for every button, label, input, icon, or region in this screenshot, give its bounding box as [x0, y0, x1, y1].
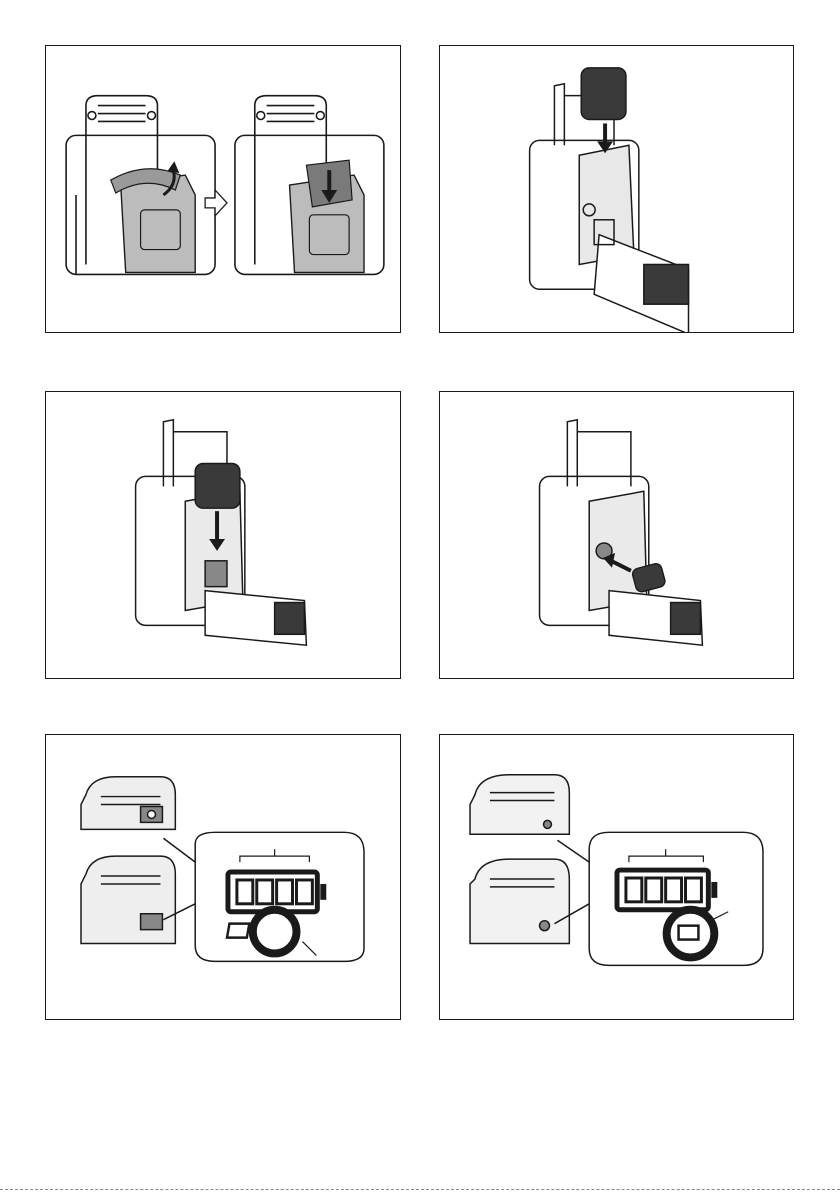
figure-4-panel: [439, 391, 794, 679]
page-bottom-rule: [0, 1189, 840, 1190]
figure-3-panel: [45, 391, 401, 679]
battery-indicator-illustration-large: [440, 735, 793, 1019]
check-button-icon: [253, 910, 297, 954]
battery-insert-side-illustration: [46, 392, 400, 678]
figure-5-panel: [45, 734, 401, 1020]
figure-6-panel: [439, 734, 794, 1020]
battery-pack: [581, 68, 626, 120]
battery-pack: [195, 464, 240, 509]
radio-handle-illustration: [46, 46, 400, 332]
figure-2-panel: [439, 45, 794, 333]
figure-1-panel: [45, 45, 401, 333]
plug-insert-illustration: [440, 392, 793, 678]
battery-indicator-illustration: [46, 735, 400, 1019]
battery-insert-illustration: [440, 46, 793, 332]
